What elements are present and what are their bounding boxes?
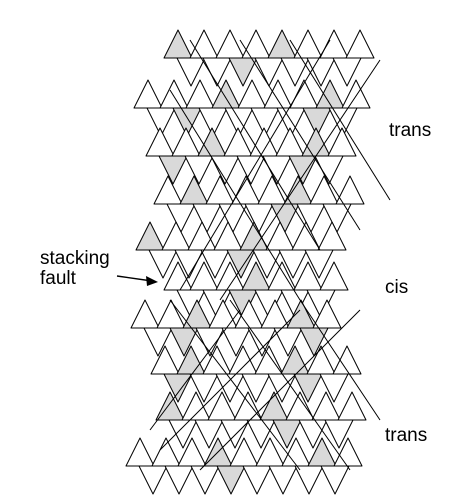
tetrahedron-down bbox=[158, 155, 188, 185]
tetrahedron-down bbox=[320, 465, 350, 495]
tetrahedron-up bbox=[241, 29, 271, 59]
tetrahedron-up bbox=[291, 221, 321, 251]
tetrahedron-up bbox=[133, 79, 163, 109]
framework-edge bbox=[179, 39, 331, 291]
tetrahedron-up bbox=[319, 29, 349, 59]
tetrahedron-up bbox=[337, 391, 367, 421]
tetrahedron-down bbox=[190, 465, 220, 495]
tetrahedron-up bbox=[187, 221, 217, 251]
tetrahedra-layer bbox=[125, 29, 391, 495]
trans-label-top: trans bbox=[389, 120, 432, 141]
tetrahedron-up bbox=[179, 175, 209, 205]
tetrahedron-up bbox=[153, 175, 183, 205]
framework-edge bbox=[199, 309, 361, 471]
framework-edge bbox=[299, 299, 381, 421]
framework-edge bbox=[189, 39, 321, 251]
tetrahedron-up bbox=[319, 261, 349, 291]
tetrahedron-up bbox=[145, 127, 175, 157]
tetrahedron-down bbox=[166, 203, 196, 233]
tetrahedron-down bbox=[216, 465, 246, 495]
trans-label-bottom: trans bbox=[385, 425, 428, 446]
framework-edge bbox=[159, 309, 301, 451]
stacking-fault-arrowhead bbox=[146, 276, 158, 286]
tetrahedron-down bbox=[236, 155, 266, 185]
tetrahedron-up bbox=[223, 127, 253, 157]
tetrahedron-up bbox=[312, 299, 342, 329]
framework-edge bbox=[229, 299, 351, 471]
tetrahedron-up bbox=[163, 29, 193, 59]
tetrahedron-up bbox=[333, 437, 363, 467]
tetrahedron-down bbox=[294, 465, 324, 495]
tetrahedron-down bbox=[138, 465, 168, 495]
tetrahedron-down bbox=[296, 203, 326, 233]
tetrahedron-down bbox=[314, 155, 344, 185]
framework-edge bbox=[239, 39, 361, 231]
tetrahedron-up bbox=[249, 127, 279, 157]
tetrahedron-up bbox=[265, 221, 295, 251]
tetrahedron-up bbox=[125, 437, 155, 467]
tetrahedron-up bbox=[130, 299, 160, 329]
tetrahedron-down bbox=[184, 155, 214, 185]
framework-edge bbox=[219, 59, 381, 301]
tetrahedron-up bbox=[345, 29, 375, 59]
cis-label: cis bbox=[385, 277, 409, 298]
framework-edge bbox=[149, 309, 241, 431]
stacking-fault-arrow-layer bbox=[116, 275, 158, 286]
tetrahedron-down bbox=[164, 465, 194, 495]
tetrahedron-up bbox=[161, 221, 191, 251]
stacking-fault-label-line2: fault bbox=[40, 268, 76, 289]
stacking-fault-label-line1: stacking bbox=[40, 248, 110, 269]
tetrahedron-up bbox=[275, 127, 305, 157]
tetrahedron-up bbox=[335, 175, 365, 205]
tetrahedron-up bbox=[267, 29, 297, 59]
tetrahedron-up bbox=[159, 79, 189, 109]
tetrahedron-up bbox=[151, 437, 181, 467]
tetrahedron-down bbox=[268, 465, 298, 495]
tetrahedron-up bbox=[205, 175, 235, 205]
framework-edge bbox=[169, 299, 301, 471]
tetrahedron-up bbox=[317, 221, 347, 251]
stacking-fault-label: stacking fault bbox=[40, 249, 110, 289]
tetrahedron-up bbox=[327, 127, 357, 157]
tetrahedron-down bbox=[210, 155, 240, 185]
tetrahedron-up bbox=[283, 175, 313, 205]
tetrahedron-down bbox=[242, 465, 272, 495]
tetrahedron-up bbox=[215, 29, 245, 59]
tetrahedron-up bbox=[257, 175, 287, 205]
tetrahedron-up bbox=[341, 79, 371, 109]
framework-edge bbox=[169, 89, 301, 301]
tetrahedron-up bbox=[189, 29, 219, 59]
tetrahedron-up bbox=[135, 221, 165, 251]
stacking-fault-arrow bbox=[116, 275, 153, 282]
tetrahedron-up bbox=[309, 175, 339, 205]
